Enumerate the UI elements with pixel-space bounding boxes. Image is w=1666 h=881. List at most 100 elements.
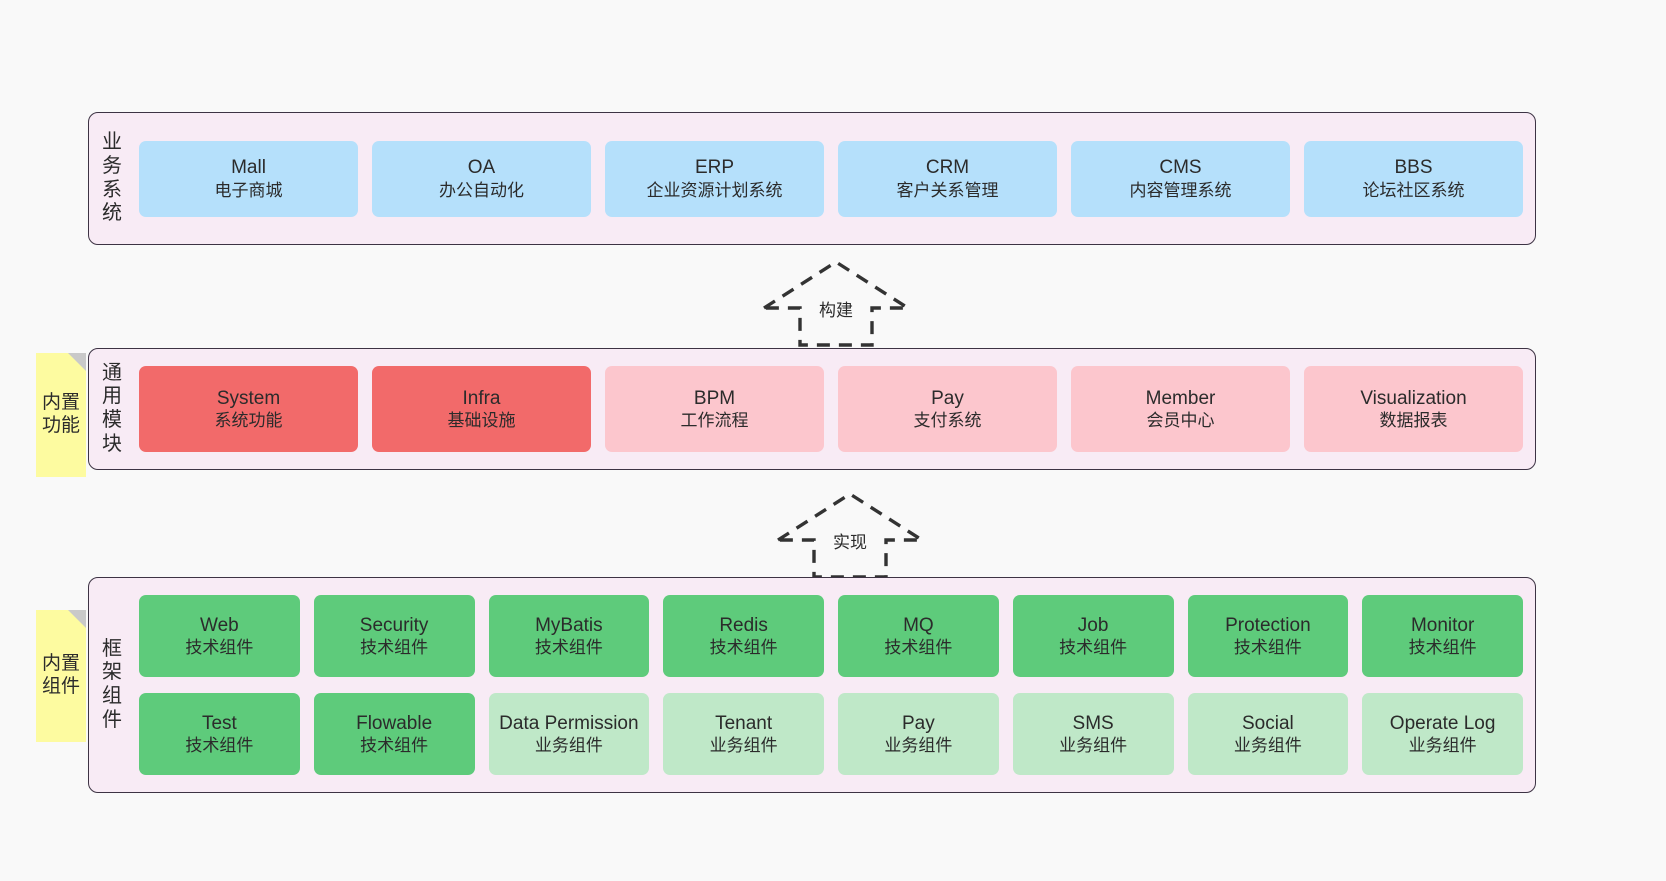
card-social-desc: 业务组件 xyxy=(1233,736,1302,756)
layer-common-modules-title: 通用模块 xyxy=(102,361,122,455)
connector-build-label-wrap: 构建 xyxy=(761,296,911,321)
sticky-note-builtin-features: 内置功能 xyxy=(36,353,86,477)
card-oa-desc: 办公自动化 xyxy=(439,180,524,200)
card-mq-name: MQ xyxy=(903,614,934,636)
card-bpm-desc: 工作流程 xyxy=(680,411,749,431)
card-pay-module-desc: 支付系统 xyxy=(913,411,982,431)
card-security-name: Security xyxy=(359,614,429,636)
connector-implement-label: 实现 xyxy=(830,533,870,552)
card-mall[interactable]: Mall 电子商城 xyxy=(139,140,358,217)
card-bbs[interactable]: BBS 论坛社区系统 xyxy=(1304,140,1523,217)
card-security[interactable]: Security 技术组件 xyxy=(313,595,475,677)
card-crm-desc: 客户关系管理 xyxy=(896,180,999,200)
card-social-name: Social xyxy=(1242,712,1294,734)
card-test-desc: 技术组件 xyxy=(185,736,254,756)
card-mall-name: Mall xyxy=(231,157,266,178)
card-pay-module-name: Pay xyxy=(931,387,964,409)
card-monitor-desc: 技术组件 xyxy=(1408,638,1477,658)
card-monitor-name: Monitor xyxy=(1410,614,1475,636)
card-redis-desc: 技术组件 xyxy=(709,638,778,658)
implement-arrow-icon xyxy=(775,491,925,579)
card-infra-name: Infra xyxy=(462,387,501,409)
card-member[interactable]: Member 会员中心 xyxy=(1071,366,1290,452)
card-job[interactable]: Job 技术组件 xyxy=(1012,595,1174,677)
card-crm-name: CRM xyxy=(925,157,970,178)
card-visualization-desc: 数据报表 xyxy=(1379,411,1448,431)
card-mall-desc: 电子商城 xyxy=(214,180,283,200)
card-operate-log-name: Operate Log xyxy=(1389,712,1496,734)
framework-row-business: Test 技术组件 Flowable 技术组件 Data Permission … xyxy=(139,693,1523,775)
card-tenant-name: Tenant xyxy=(715,712,773,734)
layer-business-system-title: 业务系统 xyxy=(102,131,122,225)
layer-framework-components: 框架组件 Web 技术组件 Security 技术组件 MyBatis 技术组件… xyxy=(88,577,1536,793)
card-pay-component-desc: 业务组件 xyxy=(884,736,953,756)
layer-framework-components-title: 框架组件 xyxy=(102,637,122,731)
card-cms[interactable]: CMS 内容管理系统 xyxy=(1071,140,1290,217)
card-flowable[interactable]: Flowable 技术组件 xyxy=(313,693,475,775)
card-bpm[interactable]: BPM 工作流程 xyxy=(605,366,824,452)
card-bbs-desc: 论坛社区系统 xyxy=(1362,180,1465,200)
card-operate-log-desc: 业务组件 xyxy=(1408,736,1477,756)
card-data-permission[interactable]: Data Permission 业务组件 xyxy=(488,693,650,775)
card-erp-desc: 企业资源计划系统 xyxy=(646,180,783,200)
card-pay-module[interactable]: Pay 支付系统 xyxy=(838,366,1057,452)
connector-implement-arrow: 实现 xyxy=(775,488,925,580)
card-visualization-name: Visualization xyxy=(1360,387,1467,409)
card-system[interactable]: System 系统功能 xyxy=(139,366,358,452)
card-infra-desc: 基础设施 xyxy=(447,411,516,431)
card-redis-name: Redis xyxy=(719,614,768,636)
sticky-note-builtin-components: 内置组件 xyxy=(36,610,86,742)
connector-build-label: 构建 xyxy=(816,301,856,320)
card-security-desc: 技术组件 xyxy=(360,638,429,658)
card-pay-component[interactable]: Pay 业务组件 xyxy=(838,693,999,775)
card-protection-name: Protection xyxy=(1225,614,1311,636)
card-mq[interactable]: MQ 技术组件 xyxy=(838,595,999,677)
card-flowable-desc: 技术组件 xyxy=(360,736,429,756)
card-monitor[interactable]: Monitor 技术组件 xyxy=(1362,595,1523,677)
card-mybatis[interactable]: MyBatis 技术组件 xyxy=(488,595,650,677)
card-crm[interactable]: CRM 客户关系管理 xyxy=(838,140,1057,217)
card-bpm-name: BPM xyxy=(693,387,736,409)
card-redis[interactable]: Redis 技术组件 xyxy=(663,595,824,677)
card-protection-desc: 技术组件 xyxy=(1233,638,1302,658)
card-system-name: System xyxy=(216,387,281,409)
card-member-name: Member xyxy=(1145,387,1216,409)
build-arrow-icon xyxy=(761,259,911,347)
card-oa[interactable]: OA 办公自动化 xyxy=(372,140,591,217)
card-system-desc: 系统功能 xyxy=(214,411,283,431)
card-cms-desc: 内容管理系统 xyxy=(1129,180,1232,200)
card-member-desc: 会员中心 xyxy=(1146,411,1215,431)
card-infra[interactable]: Infra 基础设施 xyxy=(372,366,591,452)
card-oa-name: OA xyxy=(467,157,496,178)
card-job-desc: 技术组件 xyxy=(1059,638,1128,658)
card-sms-name: SMS xyxy=(1072,712,1114,734)
card-operate-log[interactable]: Operate Log 业务组件 xyxy=(1362,693,1523,775)
card-data-permission-name: Data Permission xyxy=(499,712,639,734)
card-visualization[interactable]: Visualization 数据报表 xyxy=(1304,366,1523,452)
card-sms-desc: 业务组件 xyxy=(1059,736,1128,756)
card-tenant[interactable]: Tenant 业务组件 xyxy=(663,693,824,775)
card-mybatis-desc: 技术组件 xyxy=(534,638,603,658)
card-sms[interactable]: SMS 业务组件 xyxy=(1012,693,1174,775)
card-web-desc: 技术组件 xyxy=(185,638,254,658)
note-fold-corner-icon xyxy=(68,353,86,371)
card-test[interactable]: Test 技术组件 xyxy=(139,693,300,775)
card-cms-name: CMS xyxy=(1159,157,1202,178)
layer-business-system: 业务系统 Mall 电子商城 OA 办公自动化 ERP 企业资源计划系统 CRM… xyxy=(88,112,1536,245)
card-protection[interactable]: Protection 技术组件 xyxy=(1187,595,1349,677)
card-erp-name: ERP xyxy=(694,157,735,178)
card-tenant-desc: 业务组件 xyxy=(709,736,778,756)
card-erp[interactable]: ERP 企业资源计划系统 xyxy=(605,140,824,217)
framework-card-grid: Web 技术组件 Security 技术组件 MyBatis 技术组件 Redi… xyxy=(135,578,1535,792)
card-mybatis-name: MyBatis xyxy=(535,614,603,636)
note-fold-corner-icon-2 xyxy=(68,610,86,628)
framework-row-tech: Web 技术组件 Security 技术组件 MyBatis 技术组件 Redi… xyxy=(139,595,1523,677)
card-pay-component-name: Pay xyxy=(902,712,935,734)
card-web[interactable]: Web 技术组件 xyxy=(139,595,300,677)
card-data-permission-desc: 业务组件 xyxy=(534,736,603,756)
connector-implement-label-wrap: 实现 xyxy=(775,528,925,553)
card-social[interactable]: Social 业务组件 xyxy=(1187,693,1349,775)
card-bbs-name: BBS xyxy=(1394,157,1433,178)
connector-build-arrow: 构建 xyxy=(761,256,911,348)
